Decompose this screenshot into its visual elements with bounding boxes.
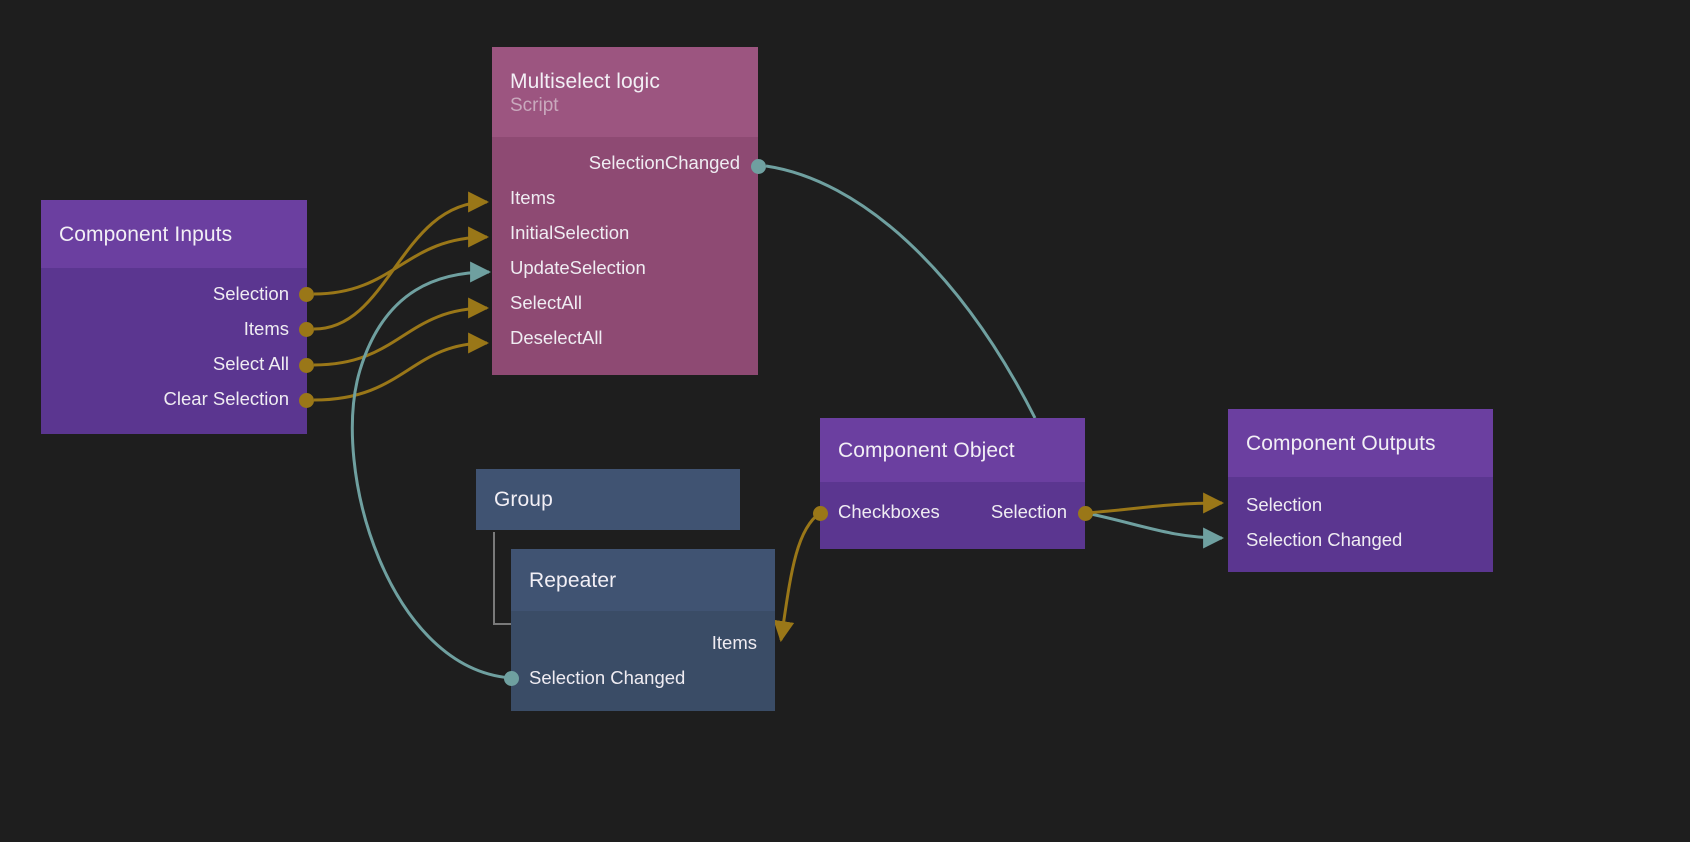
edge-selectionchanged-to-componentobject (765, 164, 1037, 419)
port-out-repeater-items[interactable]: Items (711, 631, 757, 653)
node-header-multiselect-logic[interactable]: Multiselect logic Script (492, 47, 758, 137)
node-header-group[interactable]: Group (476, 469, 740, 530)
node-title: Multiselect logic (510, 69, 660, 93)
node-header-component-outputs[interactable]: Component Outputs (1228, 409, 1493, 477)
node-header-repeater[interactable]: Repeater (511, 549, 775, 611)
port-row-checkboxes-selection[interactable]: Checkboxes Selection (820, 494, 1085, 529)
port-out-select-all[interactable]: Select All (212, 352, 289, 374)
edge-items-to-items (313, 191, 490, 331)
port-dot-inputs-select-all[interactable] (299, 358, 314, 373)
node-component-inputs[interactable]: Component Inputs Selection Items Select … (41, 200, 307, 434)
port-dot-inputs-selection[interactable] (299, 287, 314, 302)
node-repeater[interactable]: Repeater Items Selection Changed (511, 549, 775, 711)
port-dot-object-selection[interactable] (1078, 506, 1093, 521)
port-in-items[interactable]: Items (510, 186, 556, 208)
port-dot-selectionchanged[interactable] (751, 159, 766, 174)
port-in-outputs-selection[interactable]: Selection (1246, 493, 1323, 515)
group-nesting-bracket (493, 532, 513, 625)
node-body-component-object: Checkboxes Selection (820, 482, 1085, 549)
edge-componentobject-selection-to-outputs-selection (1085, 492, 1225, 515)
node-header-component-inputs[interactable]: Component Inputs (41, 200, 307, 268)
node-title: Group (494, 488, 553, 512)
port-label-selection: Selection (990, 500, 1067, 522)
port-out-repeater-selection-changed[interactable]: Selection Changed (529, 666, 686, 688)
port-in-deselectall[interactable]: DeselectAll (510, 326, 603, 348)
edge-selectall-to-selectall (313, 297, 490, 367)
edge-clearselection-to-deselectall (313, 332, 490, 402)
port-in-initialselection[interactable]: InitialSelection (510, 221, 630, 243)
edge-componentobject-to-outputs-selectionchanged (1085, 511, 1225, 549)
port-out-selection[interactable]: Selection (212, 282, 289, 304)
port-dot-inputs-items[interactable] (299, 322, 314, 337)
node-component-object[interactable]: Component Object Checkboxes Selection (820, 418, 1085, 549)
node-subtitle: Script (510, 94, 559, 116)
node-body-multiselect-logic: SelectionChanged Items InitialSelection … (492, 137, 758, 375)
node-header-component-object[interactable]: Component Object (820, 418, 1085, 482)
port-out-clear-selection[interactable]: Clear Selection (163, 387, 289, 409)
node-component-outputs[interactable]: Component Outputs Selection Selection Ch… (1228, 409, 1493, 572)
node-group[interactable]: Group (476, 469, 740, 530)
node-body-repeater: Items Selection Changed (511, 611, 775, 711)
port-dot-checkboxes[interactable] (813, 506, 828, 521)
node-title: Component Outputs (1246, 431, 1436, 455)
edge-selection-to-initialselection (313, 226, 490, 296)
port-label-checkboxes: Checkboxes (838, 500, 940, 522)
node-title: Component Object (838, 438, 1015, 462)
node-title: Component Inputs (59, 222, 233, 246)
port-in-outputs-selection-changed[interactable]: Selection Changed (1246, 528, 1403, 550)
node-multiselect-logic[interactable]: Multiselect logic Script SelectionChange… (492, 47, 758, 375)
port-in-updateselection[interactable]: UpdateSelection (510, 256, 646, 278)
edge-checkboxes-to-repeater-items (773, 511, 821, 643)
port-out-items[interactable]: Items (243, 317, 289, 339)
port-in-selectall[interactable]: SelectAll (510, 291, 582, 313)
port-dot-inputs-clear-selection[interactable] (299, 393, 314, 408)
node-title: Repeater (529, 568, 617, 592)
node-body-component-outputs: Selection Selection Changed (1228, 477, 1493, 572)
node-body-component-inputs: Selection Items Select All Clear Selecti… (41, 268, 307, 434)
port-dot-repeater-selection-changed[interactable] (504, 671, 519, 686)
port-out-selectionchanged[interactable]: SelectionChanged (588, 151, 740, 173)
